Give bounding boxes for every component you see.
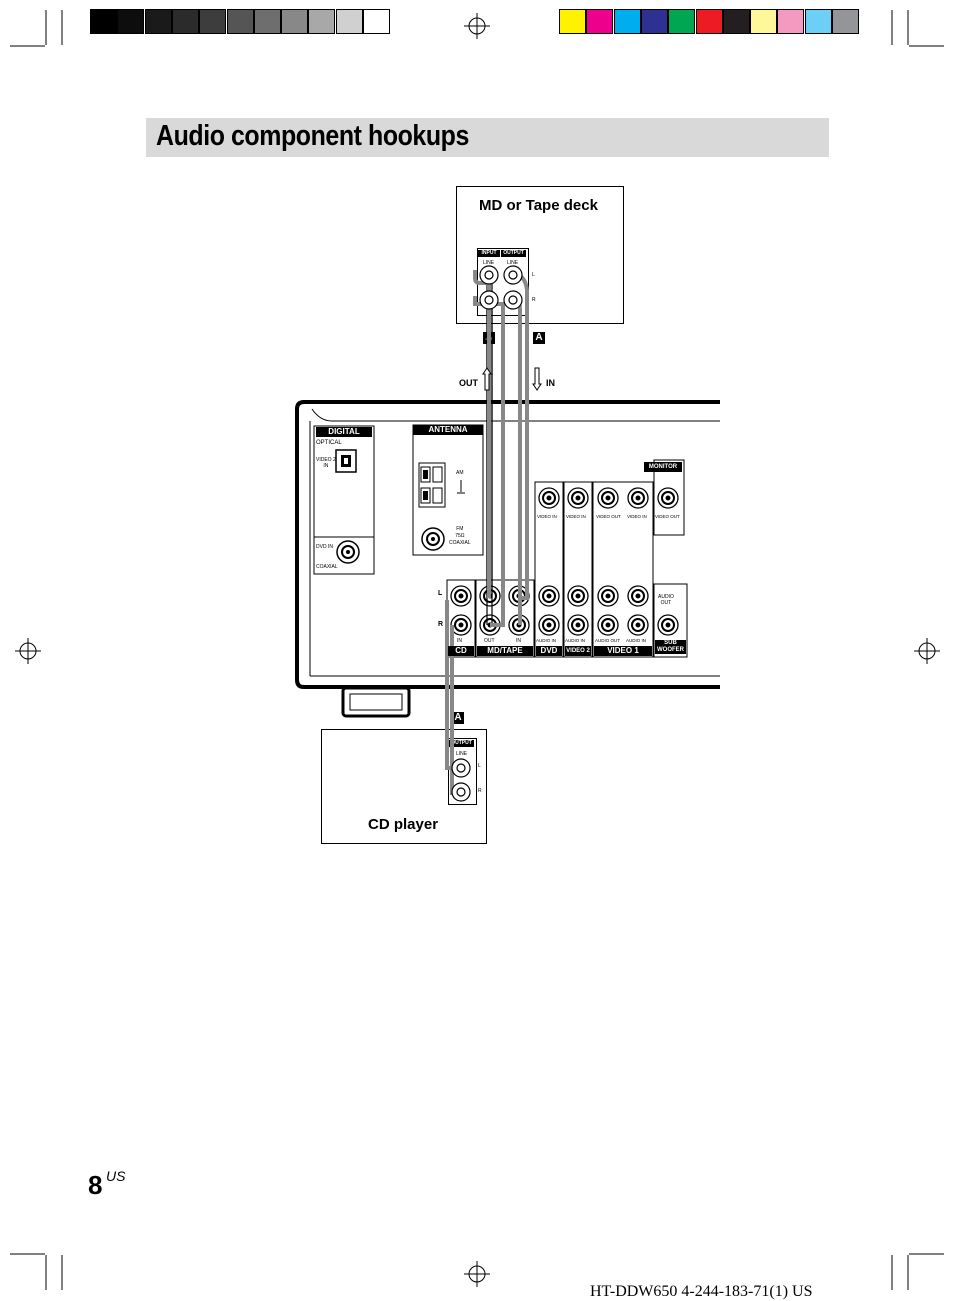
- cd-in-label: IN: [457, 638, 462, 644]
- gray-swatch: [363, 9, 390, 34]
- rca-jack-pin: [546, 495, 552, 501]
- optical-label: OPTICAL: [316, 440, 342, 446]
- md-tape-deck-label: MD or Tape deck: [479, 197, 598, 214]
- rca-jack-pin: [605, 622, 611, 628]
- md-deck-r: R: [532, 297, 536, 303]
- color-swatch: [613, 9, 641, 34]
- rca-jack-pin: [458, 593, 464, 599]
- md-deck-output-label: OUTPUT: [501, 250, 526, 257]
- footer-model: HT-DDW650 4-244-183-71(1) US: [590, 1283, 813, 1300]
- monitor-video-out-label: VIDEO OUT: [655, 514, 680, 519]
- gray-swatch: [117, 9, 145, 34]
- coaxial-label: COAXIAL: [316, 564, 338, 570]
- marker-a-md-in: A: [533, 332, 545, 344]
- video1-group-label: VIDEO 1: [594, 646, 652, 656]
- rca-jack-pin: [605, 593, 611, 599]
- rca-jack-pin: [575, 495, 581, 501]
- cd-l: L: [478, 763, 481, 769]
- gray-swatch: [281, 9, 309, 34]
- gray-swatch: [171, 9, 199, 34]
- video2-video-in-label: VIDEO IN: [566, 514, 586, 519]
- color-swatch: [559, 9, 586, 34]
- gray-swatch: [308, 9, 336, 34]
- cd-group-label: CD: [448, 646, 474, 656]
- page-suffix: US: [106, 1168, 126, 1184]
- registration-target-top: [464, 13, 490, 39]
- cd-r: R: [478, 788, 482, 794]
- fm-label: FM 75Ω COAXIAL: [449, 526, 471, 546]
- color-swatch: [804, 9, 832, 34]
- video1-audio-in-label: AUDIO IN: [626, 638, 647, 643]
- video2-in-label: VIDEO 2 IN: [316, 457, 336, 469]
- color-swatch: [640, 9, 668, 34]
- cd-output-label: OUTPUT: [449, 740, 474, 747]
- page-number: 8: [88, 1170, 103, 1200]
- antenna-label: ANTENNA: [413, 425, 483, 435]
- registration-target-right: [914, 638, 940, 664]
- video1-audio-out-label: AUDIO OUT: [595, 638, 621, 643]
- md-deck-input-label: INPUT: [478, 250, 500, 257]
- dvd-audio-in-label: AUDIO IN: [536, 638, 557, 643]
- md-deck-output-line: LINE: [507, 260, 519, 266]
- color-swatch: [750, 9, 778, 34]
- marker-a-cd: A: [452, 712, 464, 724]
- title-banner: Audio component hookups: [146, 118, 829, 157]
- md-deck-input-line: LINE: [483, 260, 495, 266]
- registration-target-left: [15, 638, 41, 664]
- rca-jack-pin: [665, 495, 671, 501]
- color-swatch: [586, 9, 614, 34]
- cd-player-label: CD player: [368, 816, 439, 833]
- gray-swatch: [226, 9, 254, 34]
- gray-swatch: [199, 9, 227, 34]
- page-title: Audio component hookups: [156, 120, 469, 152]
- sub-audio-out-label: AUDIO OUT: [658, 594, 674, 606]
- rca-jack-pin: [575, 622, 581, 628]
- cd-line-label: LINE: [456, 751, 468, 757]
- monitor-label: MONITOR: [644, 462, 682, 472]
- dvd-group-label: DVD: [536, 646, 562, 656]
- gray-swatch: [90, 9, 117, 34]
- gray-swatch: [144, 9, 172, 34]
- am-label: AM: [456, 470, 464, 476]
- md-in-label: IN: [516, 638, 521, 644]
- rca-jack-pin: [605, 495, 611, 501]
- out-direction-label: OUT: [459, 378, 478, 388]
- color-swatch: [777, 9, 805, 34]
- video1-video-in-label: VIDEO IN: [627, 514, 647, 519]
- color-swatch: [695, 9, 723, 34]
- md-deck-l: L: [532, 272, 535, 278]
- digital-label: DIGITAL: [316, 427, 372, 437]
- registration-target-bottom: [464, 1261, 490, 1287]
- rca-jack-pin: [546, 593, 552, 599]
- rca-jack-pin: [546, 622, 552, 628]
- in-direction-label: IN: [546, 378, 555, 388]
- video2-group-label: VIDEO 2: [565, 646, 591, 656]
- md-out-label: OUT: [484, 638, 495, 644]
- color-swatch: [668, 9, 696, 34]
- dvd-video-in-label: VIDEO IN: [537, 514, 557, 519]
- color-swatch: [832, 9, 859, 34]
- gray-swatch: [335, 9, 363, 34]
- rca-jack-pin: [458, 622, 464, 628]
- gray-swatch: [253, 9, 281, 34]
- row-l-label: L: [438, 590, 443, 597]
- rca-jack-pin: [635, 622, 641, 628]
- rca-jack-pin: [635, 495, 641, 501]
- md-tape-group-label: MD/TAPE: [477, 646, 533, 656]
- row-r-label: R: [438, 621, 444, 628]
- color-swatch: [722, 9, 750, 34]
- rca-jack-pin: [635, 593, 641, 599]
- dvd-in-label: DVD IN: [316, 544, 333, 550]
- rca-jack-pin: [665, 622, 671, 628]
- video1-video-out-label: VIDEO OUT: [596, 514, 621, 519]
- video2-audio-in-label: AUDIO IN: [565, 638, 586, 643]
- rca-jack-pin: [575, 593, 581, 599]
- sub-woofer-label: SUB WOOFER: [655, 640, 686, 654]
